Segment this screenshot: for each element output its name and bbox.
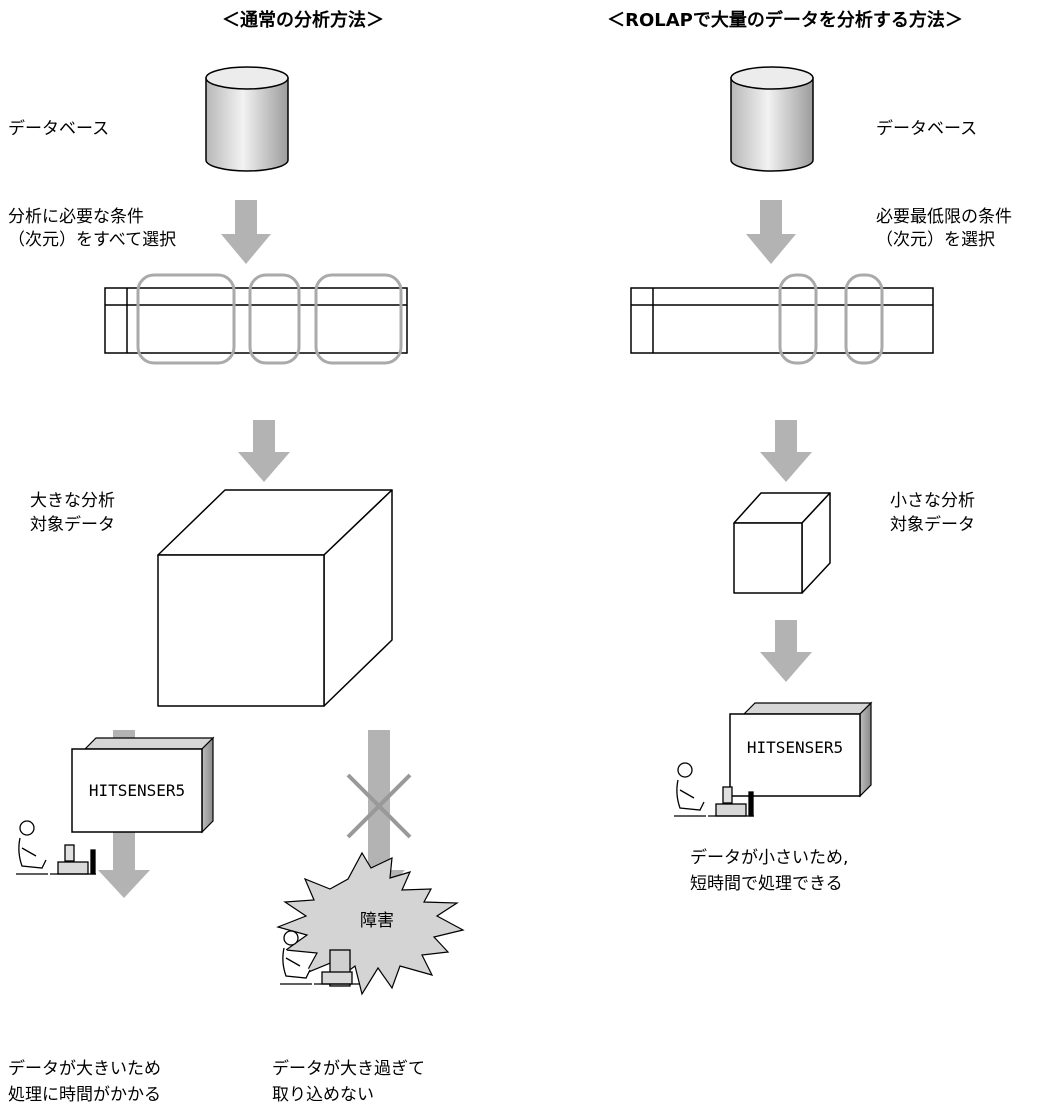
left-arrow-down-icon bbox=[238, 420, 290, 482]
right-arrow-down-icon bbox=[760, 420, 812, 482]
left-result-ok-line-2: 処理に時間がかかる bbox=[8, 1085, 161, 1105]
user-at-computer-icon bbox=[674, 762, 754, 817]
right-select-label-2: （次元）を選択 bbox=[876, 230, 995, 250]
left-failed-arrow-icon bbox=[353, 730, 405, 898]
left-database-label: データベース bbox=[8, 118, 109, 139]
right-monitor-text: HITSENSER5 bbox=[747, 738, 843, 757]
left-result-fail-line-1: データが大き過ぎて bbox=[272, 1058, 425, 1079]
left-select-label-2: （次元）をすべて選択 bbox=[8, 230, 176, 250]
left-arrow-down-icon bbox=[221, 200, 271, 264]
right-database-label: データベース bbox=[876, 118, 977, 139]
cross-mark-icon bbox=[346, 773, 412, 839]
left-database-icon bbox=[205, 66, 289, 172]
right-database-icon bbox=[730, 66, 814, 172]
right-cube-label-1: 小さな分析 bbox=[890, 491, 975, 511]
failure-burst-text: 障害 bbox=[360, 911, 394, 931]
left-section-title: ＜通常の分析方法＞ bbox=[222, 9, 384, 31]
right-cube-label-2: 対象データ bbox=[890, 514, 975, 535]
left-monitor-icon bbox=[71, 736, 215, 834]
left-select-label-1: 分析に必要な条件 bbox=[8, 207, 144, 227]
right-section-title: ＜ROLAPで大量のデータを分析する方法＞ bbox=[607, 9, 963, 31]
right-result-line-2: 短時間で処理できる bbox=[690, 874, 843, 894]
right-arrow-down-icon bbox=[746, 200, 796, 264]
right-select-label-1: 必要最低限の条件 bbox=[876, 207, 1012, 227]
left-monitor-text: HITSENSER5 bbox=[89, 781, 185, 800]
user-at-computer-icon bbox=[16, 820, 96, 875]
right-small-cube bbox=[733, 492, 831, 594]
right-monitor-icon bbox=[729, 701, 873, 798]
right-arrow-down-icon bbox=[760, 620, 812, 682]
right-data-table bbox=[630, 273, 934, 365]
right-result-line-1: データが小さいため, bbox=[690, 847, 848, 868]
left-data-table bbox=[104, 273, 408, 365]
left-cube-label-2: 対象データ bbox=[30, 514, 115, 535]
left-cube-label-1: 大きな分析 bbox=[30, 491, 115, 511]
left-result-ok-line-1: データが大きいため bbox=[8, 1058, 161, 1079]
user-at-computer-icon bbox=[280, 930, 360, 987]
left-result-fail-line-2: 取り込めない bbox=[272, 1085, 374, 1105]
left-large-cube bbox=[157, 489, 393, 707]
